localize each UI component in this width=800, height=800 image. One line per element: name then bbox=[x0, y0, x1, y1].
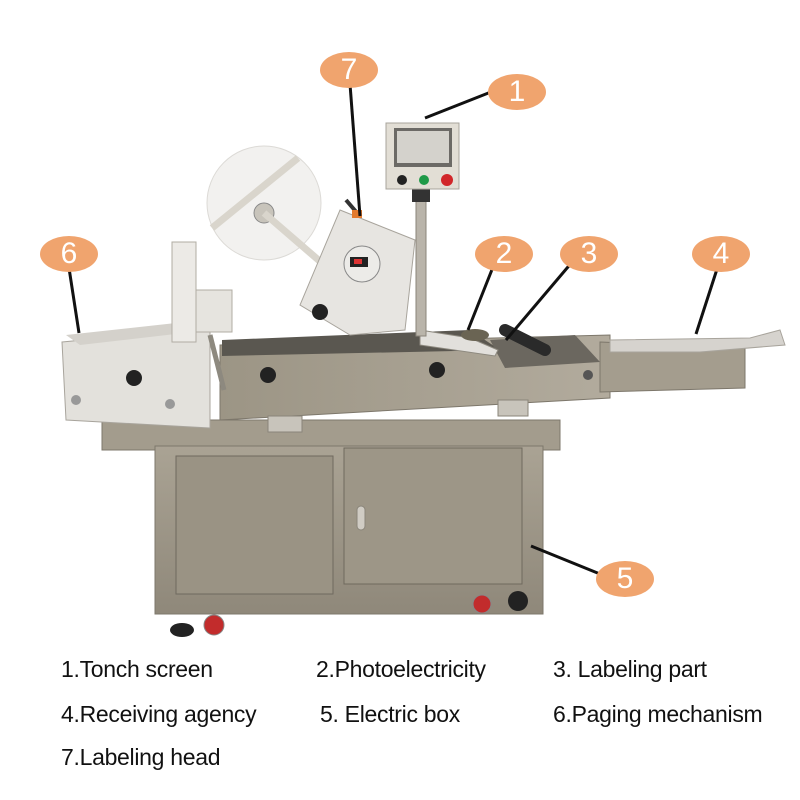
legend-item-7: 7.Labeling head bbox=[61, 744, 221, 770]
labeling-head bbox=[206, 145, 416, 336]
conveyor bbox=[219, 324, 786, 433]
callout-badge-6: 6 bbox=[40, 236, 98, 272]
callout-badge-2: 2 bbox=[475, 236, 533, 272]
legend-item-1: 1.Tonch screen bbox=[61, 656, 213, 682]
callout-badge-7: 7 bbox=[320, 52, 378, 88]
legend-item-4: 4.Receiving agency bbox=[61, 701, 257, 727]
legend-item-5: 5. Electric box bbox=[320, 701, 460, 727]
paging-mechanism bbox=[61, 241, 233, 429]
leader-lines bbox=[67, 83, 720, 576]
callout-badge-1: 1 bbox=[488, 74, 546, 110]
callout-badge-5: 5 bbox=[596, 561, 654, 597]
legend-item-6: 6.Paging mechanism bbox=[553, 701, 763, 727]
callout-badge-3: 3 bbox=[560, 236, 618, 272]
callout-badge-4: 4 bbox=[692, 236, 750, 272]
electric-cabinet bbox=[101, 419, 561, 637]
touch-screen-panel bbox=[385, 122, 460, 337]
legend-item-2: 2.Photoelectricity bbox=[316, 656, 486, 682]
legend-item-3: 3. Labeling part bbox=[553, 656, 707, 682]
